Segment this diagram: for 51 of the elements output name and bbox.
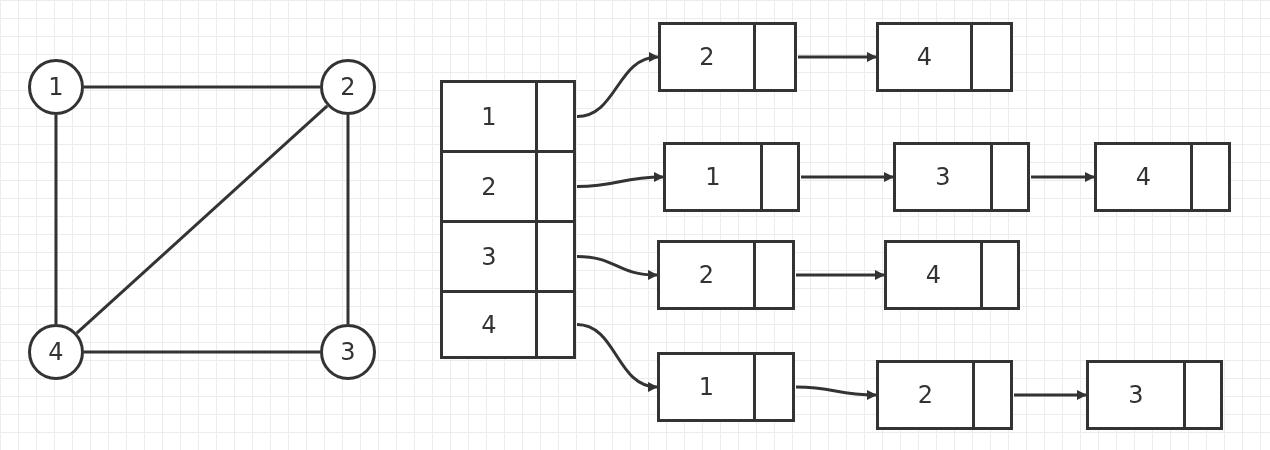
list-node bbox=[657, 240, 795, 310]
graph-edge bbox=[75, 104, 329, 335]
node-value: 4 bbox=[1134, 165, 1153, 189]
list-node bbox=[1094, 142, 1231, 212]
vertex-label: 4 bbox=[48, 340, 64, 364]
pointer-arrow bbox=[801, 172, 894, 182]
list-node bbox=[657, 352, 795, 422]
list-node bbox=[1086, 360, 1223, 430]
list-node bbox=[658, 22, 797, 92]
node-value: 4 bbox=[480, 312, 498, 337]
pointer-arrow bbox=[576, 255, 658, 280]
vertex-circle bbox=[320, 59, 376, 115]
pointer-arrow bbox=[576, 53, 659, 118]
array-cell bbox=[440, 150, 576, 223]
list-node bbox=[663, 142, 800, 212]
list-node bbox=[876, 360, 1013, 430]
vertex-label: 3 bbox=[340, 340, 356, 364]
node-value: 1 bbox=[704, 165, 722, 189]
graph-edge bbox=[84, 85, 320, 89]
node-value: 1 bbox=[697, 375, 716, 399]
vertex-circle bbox=[320, 324, 376, 380]
pointer-arrow bbox=[1014, 390, 1087, 400]
array-cell bbox=[440, 80, 576, 153]
node-value: 1 bbox=[480, 104, 498, 129]
node-value: 2 bbox=[916, 383, 935, 407]
pointer-arrow bbox=[576, 172, 664, 188]
node-value: 2 bbox=[698, 45, 716, 69]
graph-edge bbox=[84, 350, 320, 354]
pointer-arrow bbox=[576, 323, 658, 391]
node-value: 3 bbox=[480, 244, 498, 269]
pointer-arrow bbox=[798, 52, 877, 62]
pointer-arrow bbox=[1031, 172, 1095, 182]
node-value: 3 bbox=[1127, 383, 1145, 407]
node-value: 4 bbox=[915, 45, 934, 69]
pointer-arrow bbox=[795, 385, 877, 400]
vertex-circle bbox=[28, 324, 84, 380]
node-value: 2 bbox=[697, 263, 716, 287]
pointer-arrow bbox=[796, 270, 885, 280]
list-node bbox=[884, 240, 1020, 310]
list-node bbox=[893, 142, 1030, 212]
node-value: 4 bbox=[924, 263, 943, 287]
array-cell bbox=[440, 220, 576, 293]
graph-edge bbox=[54, 115, 58, 324]
graph-edge bbox=[346, 115, 350, 324]
vertex-label: 1 bbox=[48, 75, 64, 99]
list-node bbox=[876, 22, 1013, 92]
vertex-circle bbox=[28, 59, 84, 115]
node-value: 2 bbox=[480, 174, 498, 199]
vertex-label: 2 bbox=[340, 75, 356, 99]
array-cell bbox=[440, 290, 576, 359]
node-value: 3 bbox=[934, 165, 952, 189]
